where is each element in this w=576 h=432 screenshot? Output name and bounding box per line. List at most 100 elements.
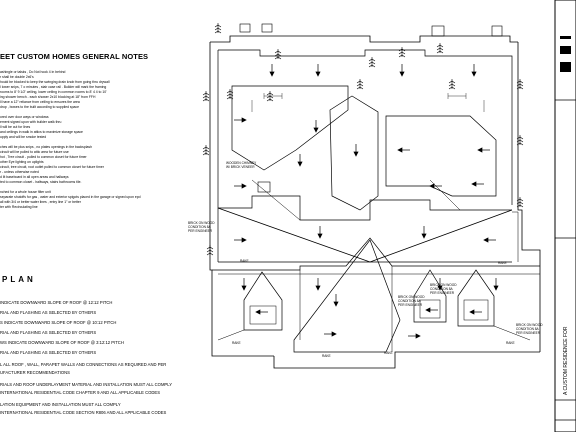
- outer-wall-left: [209, 42, 274, 357]
- outer-wall-right: [517, 42, 541, 352]
- legend-line: WS INDICATE DOWNWARD SLOPE OF ROOF @ 3:1…: [0, 340, 124, 345]
- note-line: ing shower bench - each shower 2x10 bloc…: [0, 95, 96, 99]
- note-line: circuit will be pulled to attic area for…: [0, 150, 69, 154]
- slope-arrow-icon: [399, 64, 405, 77]
- note-line: r - unless otherwise noted: [0, 170, 39, 174]
- title-block-text: A CUSTOM RESIDENCE FOR: [563, 326, 569, 395]
- note-line: ashingle or talsks , Do Not hook 4 in be…: [0, 70, 66, 74]
- note-line: upply and will be smoke tested: [0, 135, 47, 139]
- rake-label: RAKE: [506, 341, 515, 345]
- vent-symbol-icon: [516, 79, 524, 90]
- note-line: rooms to 8' 9 1/2' ceiling, lower ceilin…: [0, 90, 107, 94]
- note-line: ored over door ways or windows: [0, 115, 49, 119]
- legend-line: UFACTURER RECOMMENDATIONS: [0, 370, 70, 375]
- note-line: l lower snips, 7 o minutes , stair case …: [0, 85, 107, 89]
- note-line: ter with Recirculating line: [0, 205, 38, 209]
- slope-arrow-icon: [269, 64, 275, 77]
- vent-symbol-icon: [206, 245, 214, 256]
- title-block-frame: [554, 0, 576, 432]
- slope-arrow-icon: [408, 333, 421, 339]
- legend-line: INTERNATIONAL RESIDENTIAL CODE CHAPTER 9…: [0, 390, 161, 395]
- rake-label: RAKE: [498, 261, 507, 265]
- note-line: other Eye lighting on uplights: [0, 160, 44, 164]
- slope-arrow-icon: [493, 278, 499, 291]
- slope-arrow-icon: [477, 147, 490, 153]
- outer-wall-top: [210, 35, 518, 43]
- slope-arrow-icon: [469, 309, 482, 315]
- chimney-box-left: [257, 181, 271, 193]
- slope-arrow-icon: [297, 154, 303, 167]
- slope-arrow-icon: [425, 307, 438, 313]
- vent-symbol-icon: [274, 49, 282, 60]
- vent-symbol-icon: [214, 23, 222, 34]
- vent-symbol-icon: [368, 57, 376, 68]
- general-notes-title: EET CUSTOM HOMES GENERAL NOTES: [0, 52, 149, 61]
- slope-arrow-icon: [234, 183, 247, 189]
- lower-roof-band: [212, 237, 540, 271]
- vent-symbol-icon: [448, 79, 456, 90]
- slope-arrow-icon: [313, 120, 319, 133]
- legend-line: LATION EQUIPMENT AND INSTALLATION MUST A…: [0, 402, 121, 407]
- center-gable: [329, 95, 379, 211]
- slope-arrow-icon: [315, 278, 321, 291]
- slope-arrow-icon: [437, 278, 443, 291]
- slope-arrow-icon: [483, 237, 496, 243]
- note-line: separate shutoffs for gas , water and ex…: [0, 195, 141, 199]
- legend-line: INTERNATIONAL RESIDENTIAL CODE SECTION R…: [0, 410, 167, 415]
- note-line: all with 3/4 or better water lines , ent…: [0, 200, 81, 204]
- legend-line: RIALS AND ROOF UNDERLAYMENT MATERIAL AND…: [0, 382, 173, 387]
- rake-label: RAKE: [384, 351, 393, 355]
- note-line: ll will be cut for lines: [0, 125, 31, 129]
- slope-arrow-icon: [471, 181, 484, 187]
- legend-line: S INDICATE DOWNWARD SLOPE OF ROOF @ 10:1…: [0, 320, 117, 325]
- vent-symbol-icon: [226, 89, 234, 100]
- brick-callout-2: BRICK ON WOOD CONDITION 8A PER ENGINEER: [430, 283, 457, 295]
- lower-gable-right-2: [457, 269, 495, 327]
- note-line: drop , bowes to the built according to s…: [0, 105, 79, 109]
- brick-callout-3: BRICK ON WOOD CONDITION 8A PER ENGINEER: [398, 295, 425, 307]
- legend-line: INDICATE DOWNWARD SLOPE OF ROOF @ 12:12 …: [0, 300, 113, 305]
- note-line: and ceilings in walk in attics to maximi…: [0, 130, 83, 134]
- slope-arrow-icon: [324, 331, 337, 337]
- slope-arrow-icon: [397, 147, 410, 153]
- right-gable: [385, 115, 497, 197]
- legend-line: RIAL AND FLASHING AS SELECTED BY OTHERS: [0, 310, 97, 315]
- legend-line: L ALL ROOF , WALL, PARAPET WALLS AND CON…: [0, 362, 167, 367]
- note-line: nched for a whole house filter unit: [0, 190, 51, 194]
- rake-label: RAKE: [322, 354, 331, 358]
- note-line: d lit baseboard in all open areas and ha…: [0, 175, 69, 179]
- slope-arrow-icon: [234, 117, 247, 123]
- outer-wall-bottom: [273, 351, 540, 369]
- lower-gable-right-1: [413, 269, 447, 323]
- left-gable: [231, 85, 349, 171]
- vent-symbol-icon: [516, 135, 524, 146]
- note-line: ches will be plus snips , no plates open…: [0, 145, 92, 149]
- rake-label: RAKE: [232, 341, 241, 345]
- vent-symbol-icon: [516, 197, 524, 208]
- note-line: hould be blocked to keep the swinging dr…: [0, 80, 110, 84]
- brick-callout-4: BRICK ON WOOD CONDITION 8A PER ENGINEER: [516, 323, 543, 335]
- vent-symbol-icon: [202, 145, 210, 156]
- rake-label: RAKE: [240, 259, 249, 263]
- note-line: ll have a 12" reliance from ceiling to e…: [0, 100, 80, 104]
- note-line: r shall be double 2x6's: [0, 75, 34, 79]
- note-line: circuit, tree circuit, root outlet pulle…: [0, 165, 104, 169]
- vent-symbol-icon: [398, 47, 406, 58]
- slope-arrow-icon: [429, 183, 442, 189]
- slope-arrow-icon: [317, 226, 323, 239]
- slope-arrow-icon: [241, 278, 247, 291]
- central-roof-band: [218, 195, 512, 221]
- vent-symbol-icon: [202, 91, 210, 102]
- slope-arrow-icon: [255, 309, 268, 315]
- note-line: ted to common closet - hallways, stairs …: [0, 180, 82, 184]
- slope-arrow-icon: [234, 237, 247, 243]
- slope-arrow-icon: [333, 294, 339, 307]
- note-line: ement signed upon with builder walk thru: [0, 120, 62, 124]
- vent-symbol-icon: [436, 43, 444, 54]
- slope-arrow-icon: [421, 226, 427, 239]
- legend-line: RIAL AND FLASHING AS SELECTED BY OTHERS: [0, 330, 97, 335]
- lower-gable-center: [293, 239, 401, 353]
- roof-edge-upper: [218, 49, 513, 205]
